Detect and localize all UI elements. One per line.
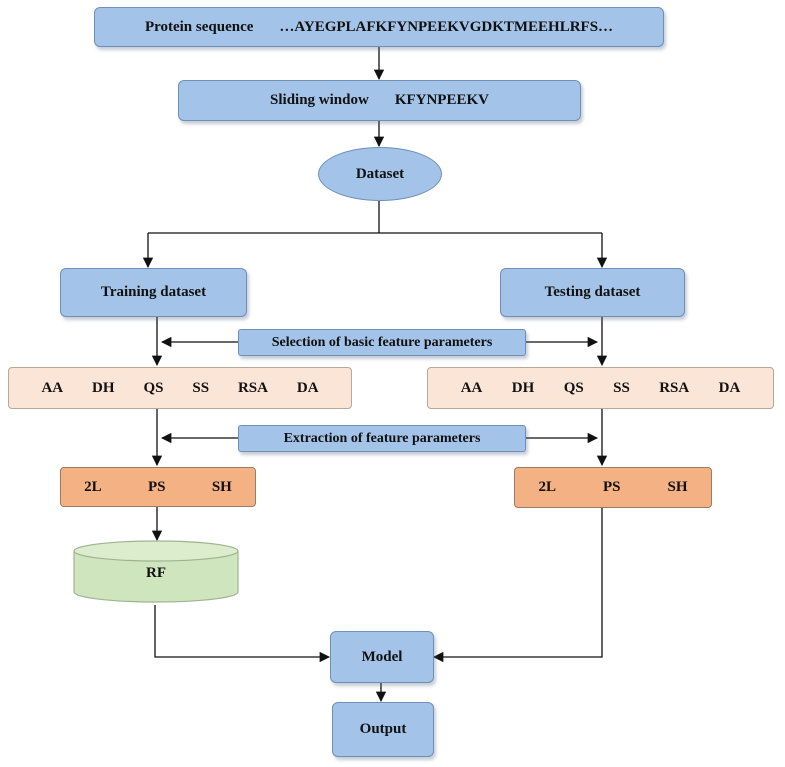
feature-ps: PS — [147, 478, 166, 495]
training-dataset-box: Training dataset — [60, 268, 247, 317]
feature-2l: 2L — [538, 479, 556, 495]
feature-sh: SH — [667, 479, 688, 495]
basic-features-right: AA DH QS SS RSA DA — [427, 367, 774, 409]
testing-dataset-label: Testing dataset — [544, 284, 641, 300]
output-box: Output — [332, 702, 434, 757]
rf-cylinder: RF — [73, 540, 239, 603]
feature-ss: SS — [613, 379, 630, 396]
extracted-features-right: 2L PS SH — [514, 467, 712, 508]
feature-dh: DH — [92, 379, 115, 396]
model-label: Model — [361, 648, 403, 665]
model-box: Model — [330, 631, 434, 683]
arrow-test-to-model — [432, 508, 603, 663]
extraction-label: Extraction of feature parameters — [283, 430, 481, 446]
feature-rsa: RSA — [659, 379, 690, 396]
rf-label: RF — [146, 565, 166, 581]
cylinder-shape — [73, 540, 239, 603]
feature-qs: QS — [563, 379, 584, 396]
protein-sequence-value: …AYEGPLAFKFYNPEEKVGDKTMEEHLRFS… — [279, 18, 614, 35]
testing-dataset-box: Testing dataset — [500, 268, 685, 317]
feature-ss: SS — [192, 379, 210, 396]
dataset-ellipse: Dataset — [318, 147, 442, 201]
basic-features-left: AA DH QS SS RSA DA — [8, 367, 352, 409]
extraction-label-box: Extraction of feature parameters — [238, 425, 526, 452]
protein-sequence-label: Protein sequence — [144, 18, 254, 35]
feature-da: DA — [296, 379, 319, 396]
feature-da: DA — [718, 379, 741, 396]
feature-sh: SH — [211, 478, 232, 495]
feature-aa: AA — [460, 379, 483, 396]
training-dataset-label: Training dataset — [100, 284, 207, 300]
extracted-features-left: 2L PS SH — [60, 467, 256, 507]
output-label: Output — [359, 721, 407, 737]
feature-2l: 2L — [84, 478, 102, 495]
feature-ps: PS — [602, 479, 621, 495]
sliding-window-label: Sliding window — [270, 92, 369, 108]
dataset-label: Dataset — [355, 165, 405, 182]
feature-aa: AA — [41, 379, 64, 396]
feature-dh: DH — [511, 379, 535, 396]
sliding-window-box: Sliding window KFYNPEEKV — [178, 80, 581, 121]
sliding-window-value: KFYNPEEKV — [394, 92, 489, 108]
selection-label-box: Selection of basic feature parameters — [238, 329, 526, 356]
arrow-rf-to-model — [154, 605, 331, 663]
feature-rsa: RSA — [237, 379, 268, 396]
feature-qs: QS — [143, 379, 164, 396]
selection-label: Selection of basic feature parameters — [271, 334, 493, 350]
protein-sequence-box: Protein sequence …AYEGPLAFKFYNPEEKVGDKTM… — [94, 7, 664, 47]
